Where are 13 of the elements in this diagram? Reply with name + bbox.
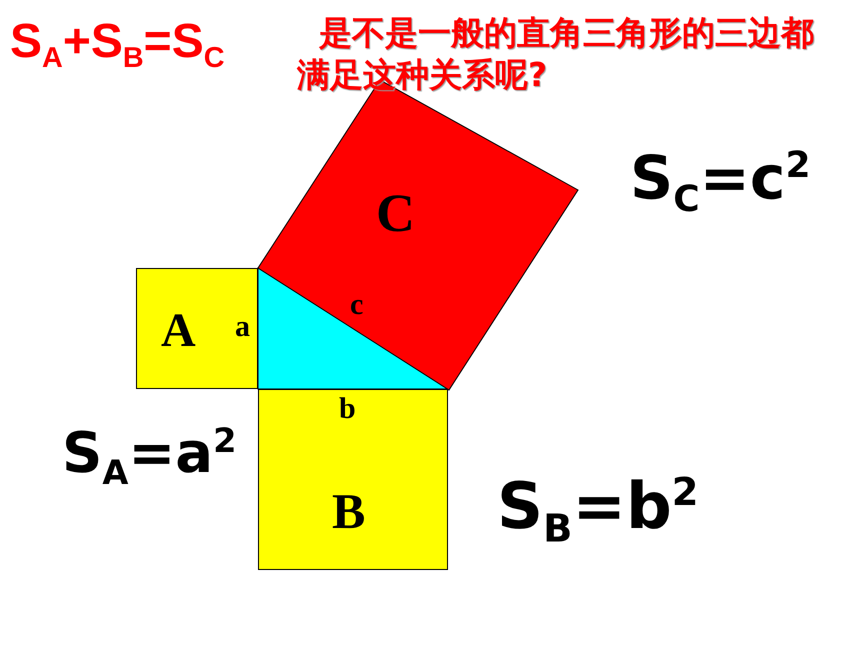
formula: S$_{A}$+S$_{B}$=S$_{C}$ [10,18,224,73]
square-letter: A [161,307,196,355]
side-label: a [235,312,250,342]
formula: S$_{C}$=c$^{2}$ [630,148,811,218]
square [136,268,258,389]
square-letter: C [376,186,415,240]
side-label: c [350,290,364,320]
question-text: 是不是一般的直角三角形的三边都满足这种关系呢? [297,12,815,96]
square [258,389,448,570]
square-letter: B [332,486,366,536]
side-label: b [339,394,356,424]
formula: S$_{B}$=b$^{2}$ [497,474,699,549]
formula: S$_{A}$=a$^{2}$ [62,424,236,490]
